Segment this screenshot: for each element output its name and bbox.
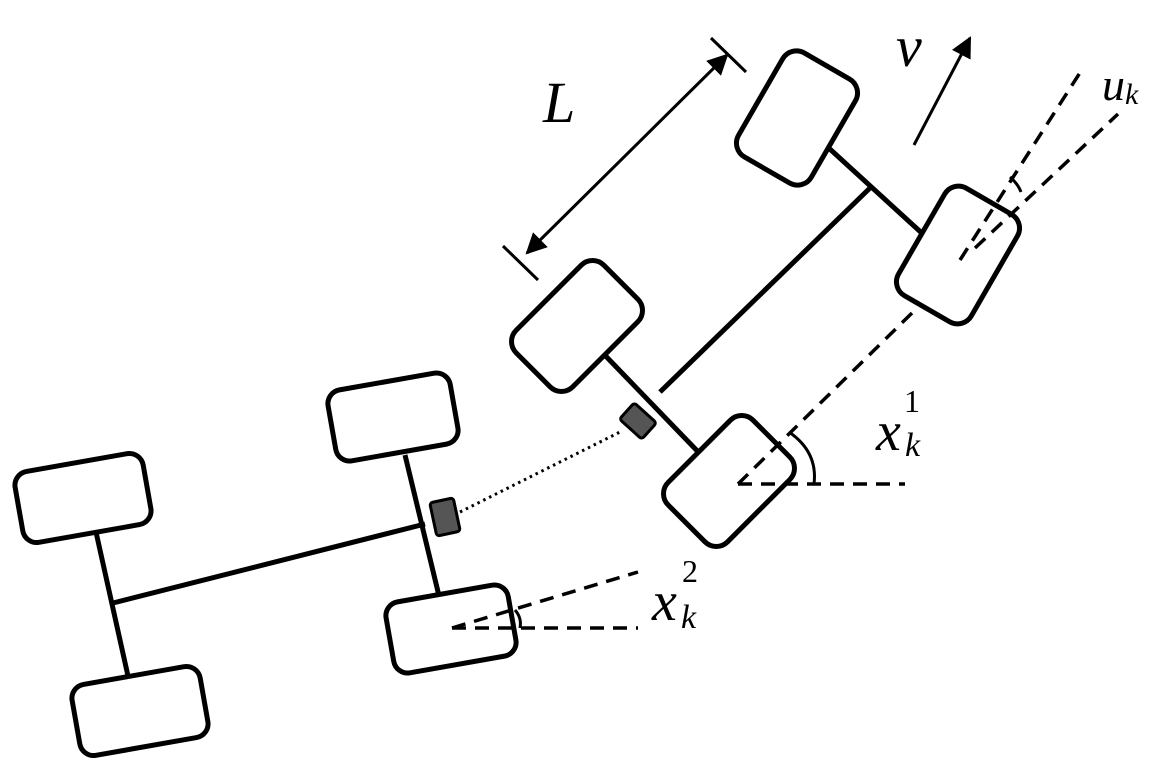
trailer-heading-dashed xyxy=(451,570,639,630)
trailer-front-axle xyxy=(402,454,443,601)
front-wheel-heading-dashed xyxy=(958,67,1085,261)
trailer-chassis-line xyxy=(112,521,426,606)
trailer-rear-left-wheel xyxy=(12,450,154,546)
wheelbase-tick-top xyxy=(709,36,748,74)
lead-vehicle xyxy=(509,48,1023,549)
state1-label-superscript: 1 xyxy=(904,383,920,419)
wheelbase-dimension xyxy=(501,36,748,282)
lead-angle-indicator xyxy=(736,308,917,486)
lead-hitch-sensor xyxy=(619,402,657,440)
trailer-vehicle xyxy=(12,370,519,759)
trailer-rear-right-wheel xyxy=(69,663,211,759)
trailer-angle-arc xyxy=(513,609,522,629)
lead-rear-right-wheel xyxy=(661,413,797,549)
lead-front-right-wheel xyxy=(893,183,1023,327)
state2-label-subscript: k xyxy=(681,599,697,636)
trailer-front-left-wheel xyxy=(325,370,461,464)
trailer-rear-axle xyxy=(93,531,131,677)
steering-angle-arc xyxy=(1009,175,1023,193)
trailer-front-right-wheel xyxy=(383,582,519,676)
state1-label-base: x xyxy=(875,401,901,463)
state1-label-subscript: k xyxy=(905,427,921,464)
velocity-arrow xyxy=(912,36,972,146)
sensor-link-dotted-line xyxy=(459,430,621,514)
wheelbase-arrow xyxy=(525,53,729,255)
steering-input-label: uk xyxy=(1102,59,1139,111)
steering-direction-dashed xyxy=(973,112,1120,250)
trailer-angle-indicator xyxy=(451,570,639,630)
velocity-label: v xyxy=(896,14,922,79)
state2-label-base: x xyxy=(651,571,677,633)
steering-input-base: u xyxy=(1102,59,1125,110)
steering-angle-indicator xyxy=(958,67,1120,261)
wheelbase-label: L xyxy=(542,70,575,135)
lead-rear-left-wheel xyxy=(509,258,645,394)
lead-chassis-line xyxy=(658,186,872,394)
lead-angle-arc xyxy=(788,430,816,485)
lead-front-axle xyxy=(818,138,927,238)
wheelbase-tick-bottom xyxy=(501,244,540,282)
steering-input-subscript: k xyxy=(1125,78,1139,111)
lead-heading-dashed xyxy=(736,308,917,486)
lead-front-left-wheel xyxy=(733,48,861,188)
state2-label-superscript: 2 xyxy=(682,553,698,589)
trailer-hitch-sensor xyxy=(428,496,462,538)
lead-rear-axle xyxy=(594,344,708,462)
